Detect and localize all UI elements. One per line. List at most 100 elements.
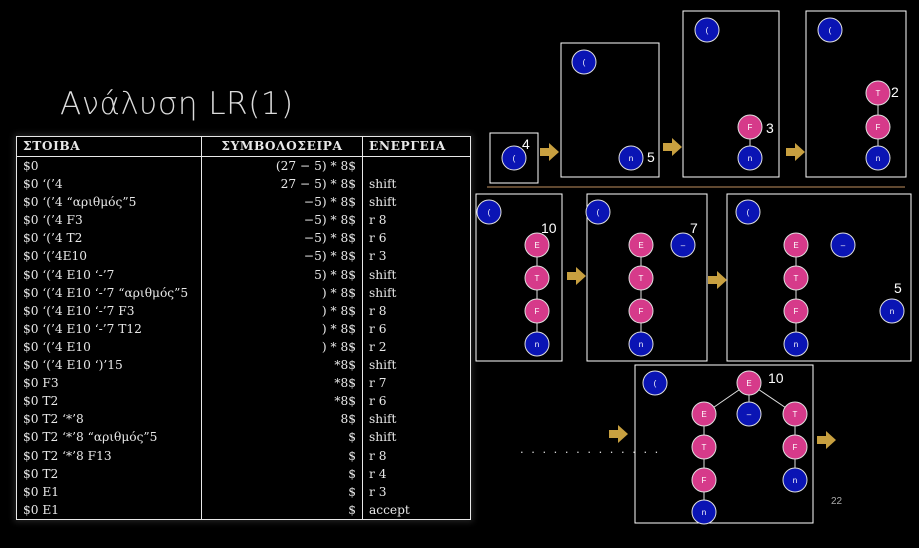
tree-node-T: T <box>628 265 654 291</box>
node-label: ( <box>597 208 600 217</box>
state-number: 4 <box>522 136 530 152</box>
table-row: $0 T2 ‘*’8 “αριθμός”5$shift <box>16 428 471 447</box>
transition-arrow-icon <box>567 267 586 285</box>
stack-cell: $0 ‘(’4 E10 ‘-’7 “αριθμός”5 <box>16 283 202 302</box>
node-label: E <box>638 241 643 250</box>
input-cell: 5) * 8$ <box>201 265 363 284</box>
stack-frame-box <box>682 10 780 178</box>
node-label: n <box>535 340 539 349</box>
tree-node-T: T <box>783 265 809 291</box>
stack-cell: $0 ‘(’4 T2 <box>16 229 202 248</box>
node-label: ( <box>488 208 491 217</box>
tree-node-n: n <box>691 499 717 525</box>
stack-cell: $0 ‘(’4E10 <box>16 247 202 266</box>
tree-node-T: T <box>782 401 808 427</box>
tree-node-paren: ( <box>501 145 527 171</box>
transition-arrow-icon <box>708 271 727 289</box>
transition-arrow-icon <box>540 143 559 161</box>
table-row: $0 T2*8$r 6 <box>16 392 471 411</box>
node-label: F <box>639 307 644 316</box>
tree-node-paren: ( <box>642 370 668 396</box>
table-row: $0 T2 ‘*’8 F13$r 8 <box>16 446 471 465</box>
action-cell: shift <box>362 428 471 447</box>
tree-node-n: n <box>524 331 550 357</box>
stack-frame-box <box>805 10 907 178</box>
node-label: F <box>748 123 753 132</box>
table-row: $0 E1$r 3 <box>16 482 471 501</box>
action-cell: shift <box>362 265 471 284</box>
stack-cell: $0 T2 ‘*’8 “αριθμός”5 <box>16 428 202 447</box>
stack-cell: $0 ‘(’4 “αριθμός”5 <box>16 193 202 212</box>
table-row: $0 ‘(’4 E10 ‘-’7 T12) * 8$r 6 <box>16 319 471 338</box>
action-cell: shift <box>362 175 471 194</box>
stack-cell: $0 T2 <box>16 464 202 483</box>
state-number: 10 <box>768 370 784 386</box>
tree-node-n: n <box>628 331 654 357</box>
input-cell: ) * 8$ <box>201 301 363 320</box>
tree-node-paren: ( <box>571 49 597 75</box>
transition-arrow-icon <box>786 143 805 161</box>
table-row: $0(27 − 5) * 8$ <box>16 156 471 176</box>
stack-cell: $0 ‘(’4 F3 <box>16 211 202 230</box>
action-cell: shift <box>362 193 471 212</box>
tree-node-paren: ( <box>585 199 611 225</box>
tree-node-E: E <box>524 232 550 258</box>
table-row: $0 ‘(’4 E10 ‘-’7 F3) * 8$r 8 <box>16 301 471 320</box>
tree-node-n: n <box>865 145 891 171</box>
node-label: ( <box>654 379 657 388</box>
table-row: $0 E1$accept <box>16 500 471 520</box>
state-number: 5 <box>894 280 902 296</box>
node-label: n <box>890 307 894 316</box>
node-label: E <box>793 241 798 250</box>
input-cell: (27 − 5) * 8$ <box>201 156 363 176</box>
header-input: ΣΥΜΒΟΛΟΣΕΙΡΑ <box>201 136 363 157</box>
node-label: T <box>702 443 707 452</box>
tree-node-paren: ( <box>817 17 843 43</box>
action-cell: r 6 <box>362 229 471 248</box>
tree-node-n: n <box>737 145 763 171</box>
state-number: 10 <box>541 220 557 236</box>
stack-frame-box <box>489 132 539 184</box>
tree-node-E: E <box>783 232 809 258</box>
table-row: $0 ‘(’4 “αριθμός”5−5) * 8$shift <box>16 193 471 212</box>
transition-arrow-icon <box>609 425 628 443</box>
input-cell: 27 − 5) * 8$ <box>201 175 363 194</box>
input-cell: −5) * 8$ <box>201 211 363 230</box>
node-label: F <box>876 123 881 132</box>
node-label: n <box>876 154 880 163</box>
tree-node-n: n <box>879 298 905 324</box>
input-cell: *8$ <box>201 374 363 393</box>
state-number: 2 <box>891 84 899 100</box>
node-label: T <box>793 410 798 419</box>
action-cell: r 7 <box>362 374 471 393</box>
tree-node-T: T <box>865 80 891 106</box>
action-cell: r 2 <box>362 337 471 357</box>
stack-cell: $0 ‘(’4 E10 ‘)’15 <box>16 356 202 375</box>
action-cell: r 6 <box>362 319 471 338</box>
node-label: ( <box>706 26 709 35</box>
node-label: n <box>629 154 633 163</box>
node-label: T <box>535 274 540 283</box>
stack-cell: $0 F3 <box>16 374 202 393</box>
tree-node-T: T <box>524 265 550 291</box>
stack-cell: $0 ‘(’4 E10 ‘-’7 T12 <box>16 319 202 338</box>
node-label: n <box>639 340 643 349</box>
action-cell <box>362 156 471 176</box>
input-cell: −5) * 8$ <box>201 229 363 248</box>
ellipsis-dots: . . . . . . . . . . . . . <box>520 441 660 456</box>
transition-arrow-icon <box>817 431 836 449</box>
stack-frame-box <box>475 193 563 362</box>
node-label: T <box>639 274 644 283</box>
table-row: $0 ‘(’4 E10 ‘)’15*8$shift <box>16 356 471 375</box>
node-label: E <box>701 410 706 419</box>
action-cell: shift <box>362 356 471 375</box>
stack-cell: $0 T2 ‘*’8 F13 <box>16 446 202 465</box>
lr-parse-table: ΣΤΟΙΒΑ ΣΥΜΒΟΛΟΣΕΙΡΑ ΕΝΕΡΓΕΙΑ $0(27 − 5) … <box>16 136 471 520</box>
header-action: ΕΝΕΡΓΕΙΑ <box>362 136 471 157</box>
tree-node-E: E <box>628 232 654 258</box>
node-label: T <box>876 89 881 98</box>
node-label: F <box>702 476 707 485</box>
stack-frame-box <box>634 364 814 524</box>
